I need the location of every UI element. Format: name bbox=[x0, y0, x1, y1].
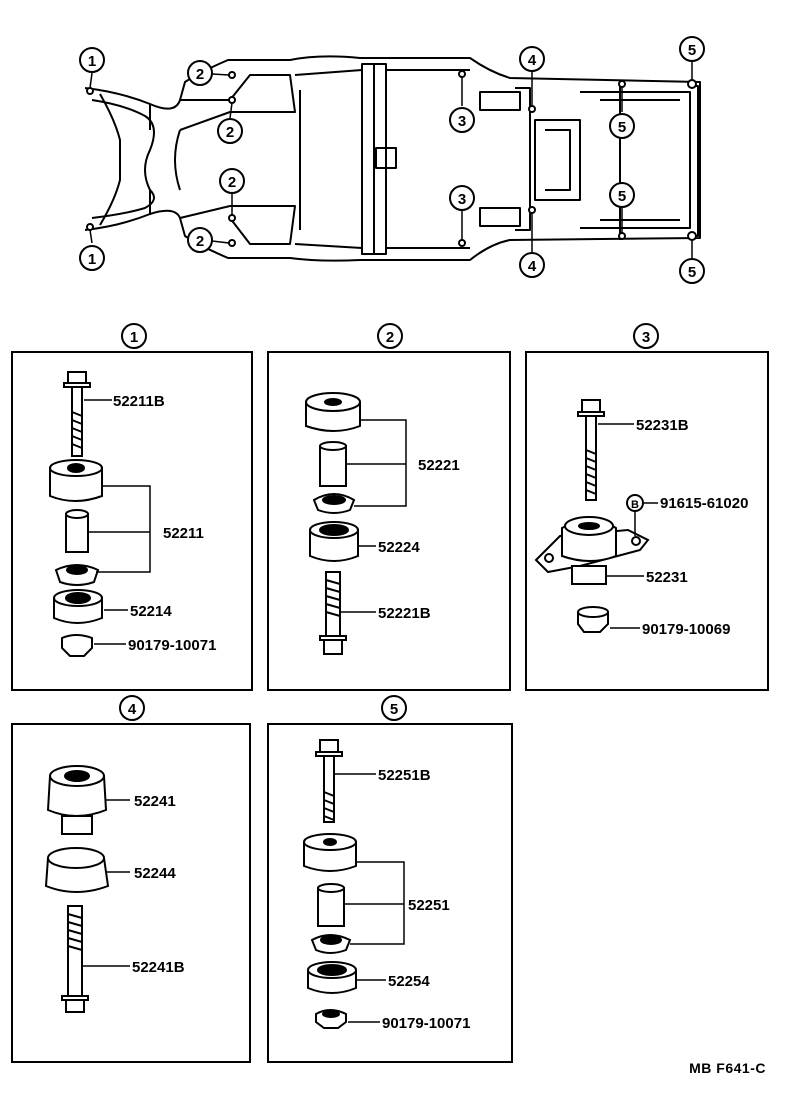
svg-text:5: 5 bbox=[618, 188, 626, 205]
svg-text:1: 1 bbox=[130, 329, 138, 346]
nut-90179-10071 bbox=[61, 634, 93, 657]
panel-4: 4 52241 52244 52241B bbox=[11, 695, 251, 1063]
svg-text:2: 2 bbox=[386, 329, 394, 346]
label-52214: 52214 bbox=[130, 603, 172, 620]
label-52241B: 52241B bbox=[132, 959, 185, 976]
frame-overview bbox=[84, 55, 701, 262]
label-52241: 52241 bbox=[134, 793, 176, 810]
cushion-52221-sleeve bbox=[319, 445, 347, 487]
panel-2: 2 52221 52224 52221B bbox=[267, 323, 511, 691]
panel-1: 1 52211B 5221 bbox=[11, 323, 253, 691]
label-90179-10071: 90179-10071 bbox=[128, 637, 216, 654]
label-52221B: 52221B bbox=[378, 605, 431, 622]
panel-1-title: 1 bbox=[121, 323, 147, 349]
svg-text:5: 5 bbox=[618, 119, 626, 136]
svg-text:4: 4 bbox=[128, 701, 137, 718]
panel-3-title: 3 bbox=[633, 323, 659, 349]
label-52251B: 52251B bbox=[378, 767, 431, 784]
callout-2-a: 2 bbox=[187, 60, 213, 86]
svg-text:2: 2 bbox=[196, 66, 204, 83]
svg-text:2: 2 bbox=[226, 124, 234, 141]
svg-text:5: 5 bbox=[688, 42, 696, 59]
svg-text:1: 1 bbox=[88, 53, 96, 70]
svg-text:3: 3 bbox=[458, 191, 466, 208]
svg-text:5: 5 bbox=[390, 701, 398, 718]
callout-2-b: 2 bbox=[217, 118, 243, 144]
callout-5-d: 5 bbox=[679, 258, 705, 284]
label-90179-10069: 90179-10069 bbox=[642, 621, 730, 638]
label-52221: 52221 bbox=[418, 457, 460, 474]
callout-4-bottom: 4 bbox=[519, 252, 545, 278]
callout-2-d: 2 bbox=[187, 227, 213, 253]
callout-1-bottom: 1 bbox=[79, 245, 105, 271]
callout-4-top: 4 bbox=[519, 46, 545, 72]
panel-5-title: 5 bbox=[381, 695, 407, 721]
label-52211B: 52211B bbox=[113, 393, 165, 410]
svg-text:1: 1 bbox=[88, 251, 96, 268]
label-90179-10071-p5: 90179-10071 bbox=[382, 1015, 470, 1032]
bolt-52231B bbox=[577, 399, 605, 501]
svg-text:4: 4 bbox=[528, 52, 537, 69]
b-marker-text: B bbox=[631, 499, 639, 511]
svg-text:3: 3 bbox=[642, 329, 650, 346]
panel-4-title: 4 bbox=[119, 695, 145, 721]
callout-1-top: 1 bbox=[79, 47, 105, 73]
label-52231B: 52231B bbox=[636, 417, 689, 434]
callout-5-c: 5 bbox=[679, 36, 705, 62]
label-52251: 52251 bbox=[408, 897, 450, 914]
label-52224: 52224 bbox=[378, 539, 420, 556]
svg-text:3: 3 bbox=[458, 113, 466, 130]
bolt-52251B bbox=[315, 739, 343, 823]
panel-3: 3 52231B B 91615-61020 52231 90179-1 bbox=[525, 323, 769, 691]
cushion-52251-sleeve bbox=[317, 887, 345, 927]
panel-5: 5 52251B 52251 52254 90179 bbox=[267, 695, 513, 1063]
callout-2-c: 2 bbox=[219, 168, 245, 194]
label-52231: 52231 bbox=[646, 569, 688, 586]
label-91615-61020: 91615-61020 bbox=[660, 495, 748, 512]
label-52254: 52254 bbox=[388, 973, 430, 990]
callout-3-top: 3 bbox=[449, 107, 475, 133]
panel-2-title: 2 bbox=[377, 323, 403, 349]
svg-text:4: 4 bbox=[528, 258, 537, 275]
callout-5-b: 5 bbox=[609, 182, 635, 208]
callout-5-a: 5 bbox=[609, 113, 635, 139]
cushion-52211-sleeve bbox=[65, 513, 89, 553]
bolt-52241B bbox=[61, 905, 89, 1013]
svg-text:2: 2 bbox=[228, 174, 236, 191]
svg-text:5: 5 bbox=[688, 264, 696, 281]
overview-callouts: 1 1 2 2 2 2 3 3 4 4 5 5 5 5 bbox=[79, 36, 705, 284]
label-52244: 52244 bbox=[134, 865, 176, 882]
diagram-code: MB F641-C bbox=[689, 1060, 766, 1076]
label-52211: 52211 bbox=[163, 525, 204, 542]
callout-3-bottom: 3 bbox=[449, 185, 475, 211]
svg-text:2: 2 bbox=[196, 233, 204, 250]
